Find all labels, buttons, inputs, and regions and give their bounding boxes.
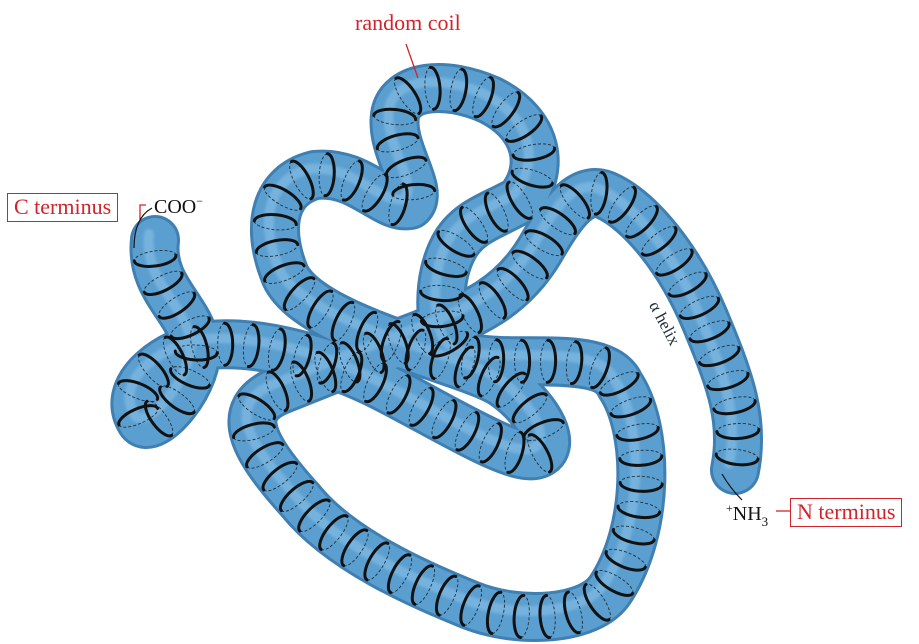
- carboxylate-charge: −: [196, 194, 203, 208]
- amine-charge: +: [726, 501, 733, 515]
- random-coil-label: random coil: [355, 10, 461, 36]
- n-terminus-label: N terminus: [790, 498, 902, 527]
- carboxylate-formula: COO: [154, 196, 196, 218]
- amine-group: +NH3: [726, 503, 768, 526]
- amine-subscript: 3: [762, 514, 769, 529]
- carboxylate-group: COO−: [154, 196, 203, 219]
- c-terminus-label: C terminus: [7, 193, 118, 222]
- amine-formula: NH: [733, 503, 762, 525]
